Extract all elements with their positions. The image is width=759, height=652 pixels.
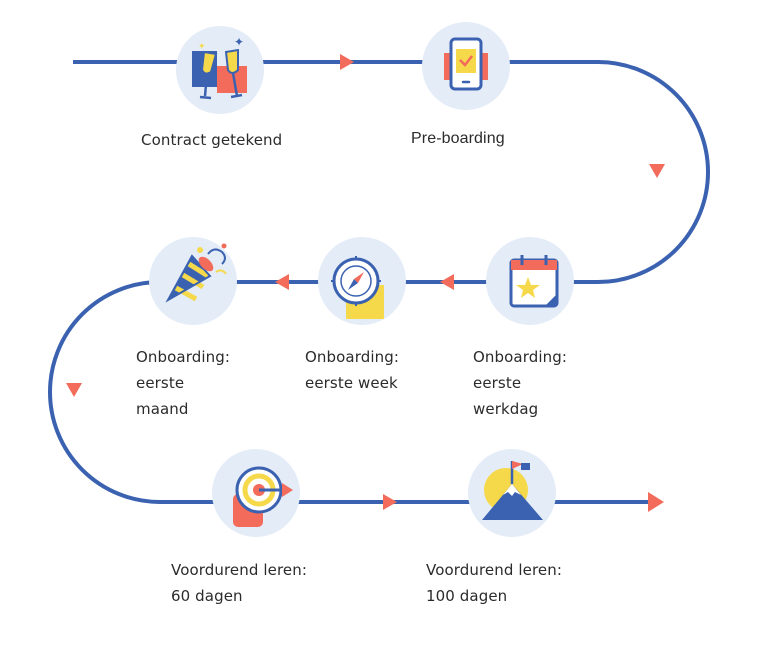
smartphone-check-icon (444, 37, 488, 91)
step-60-dagen (212, 449, 300, 537)
step-pre-boarding (422, 22, 510, 110)
arrow-down-icon (649, 164, 665, 178)
arrow-left-icon (275, 274, 289, 290)
step-label-eerste-week: Onboarding: eerste week (305, 348, 399, 392)
svg-text:✦: ✦ (234, 35, 244, 49)
party-popper-icon (165, 243, 227, 303)
step-label-eerste-maand: Onboarding: eerste maand (136, 348, 230, 418)
arrow-right-icon (383, 494, 397, 510)
step-label-eerste-werkdag: Onboarding: eerste werkdag (473, 348, 567, 418)
step-contract-getekend: ✦ ✦ (176, 26, 264, 114)
step-eerste-week (318, 237, 406, 325)
step-100-dagen (468, 449, 556, 537)
calendar-star-icon (509, 255, 559, 308)
step-label-100-dagen: Voordurend leren: 100 dagen (426, 561, 562, 605)
arrow-right-icon (340, 54, 354, 70)
step-eerste-maand (149, 237, 237, 325)
step-label-pre-boarding: Pre-boarding (411, 130, 505, 147)
compass-icon (331, 256, 384, 319)
arrow-left-icon (440, 274, 454, 290)
champagne-toast-icon: ✦ ✦ (192, 35, 247, 100)
mountain-flag-icon (482, 461, 543, 520)
svg-text:✦: ✦ (198, 42, 206, 52)
step-label-60-dagen: Voordurend leren: 60 dagen (171, 561, 307, 605)
target-arrow-icon (233, 466, 293, 527)
step-eerste-werkdag (486, 237, 574, 325)
step-label-contract-getekend: Contract getekend (141, 131, 283, 149)
arrow-down-icon (66, 383, 82, 397)
arrow-right-icon (648, 492, 664, 512)
